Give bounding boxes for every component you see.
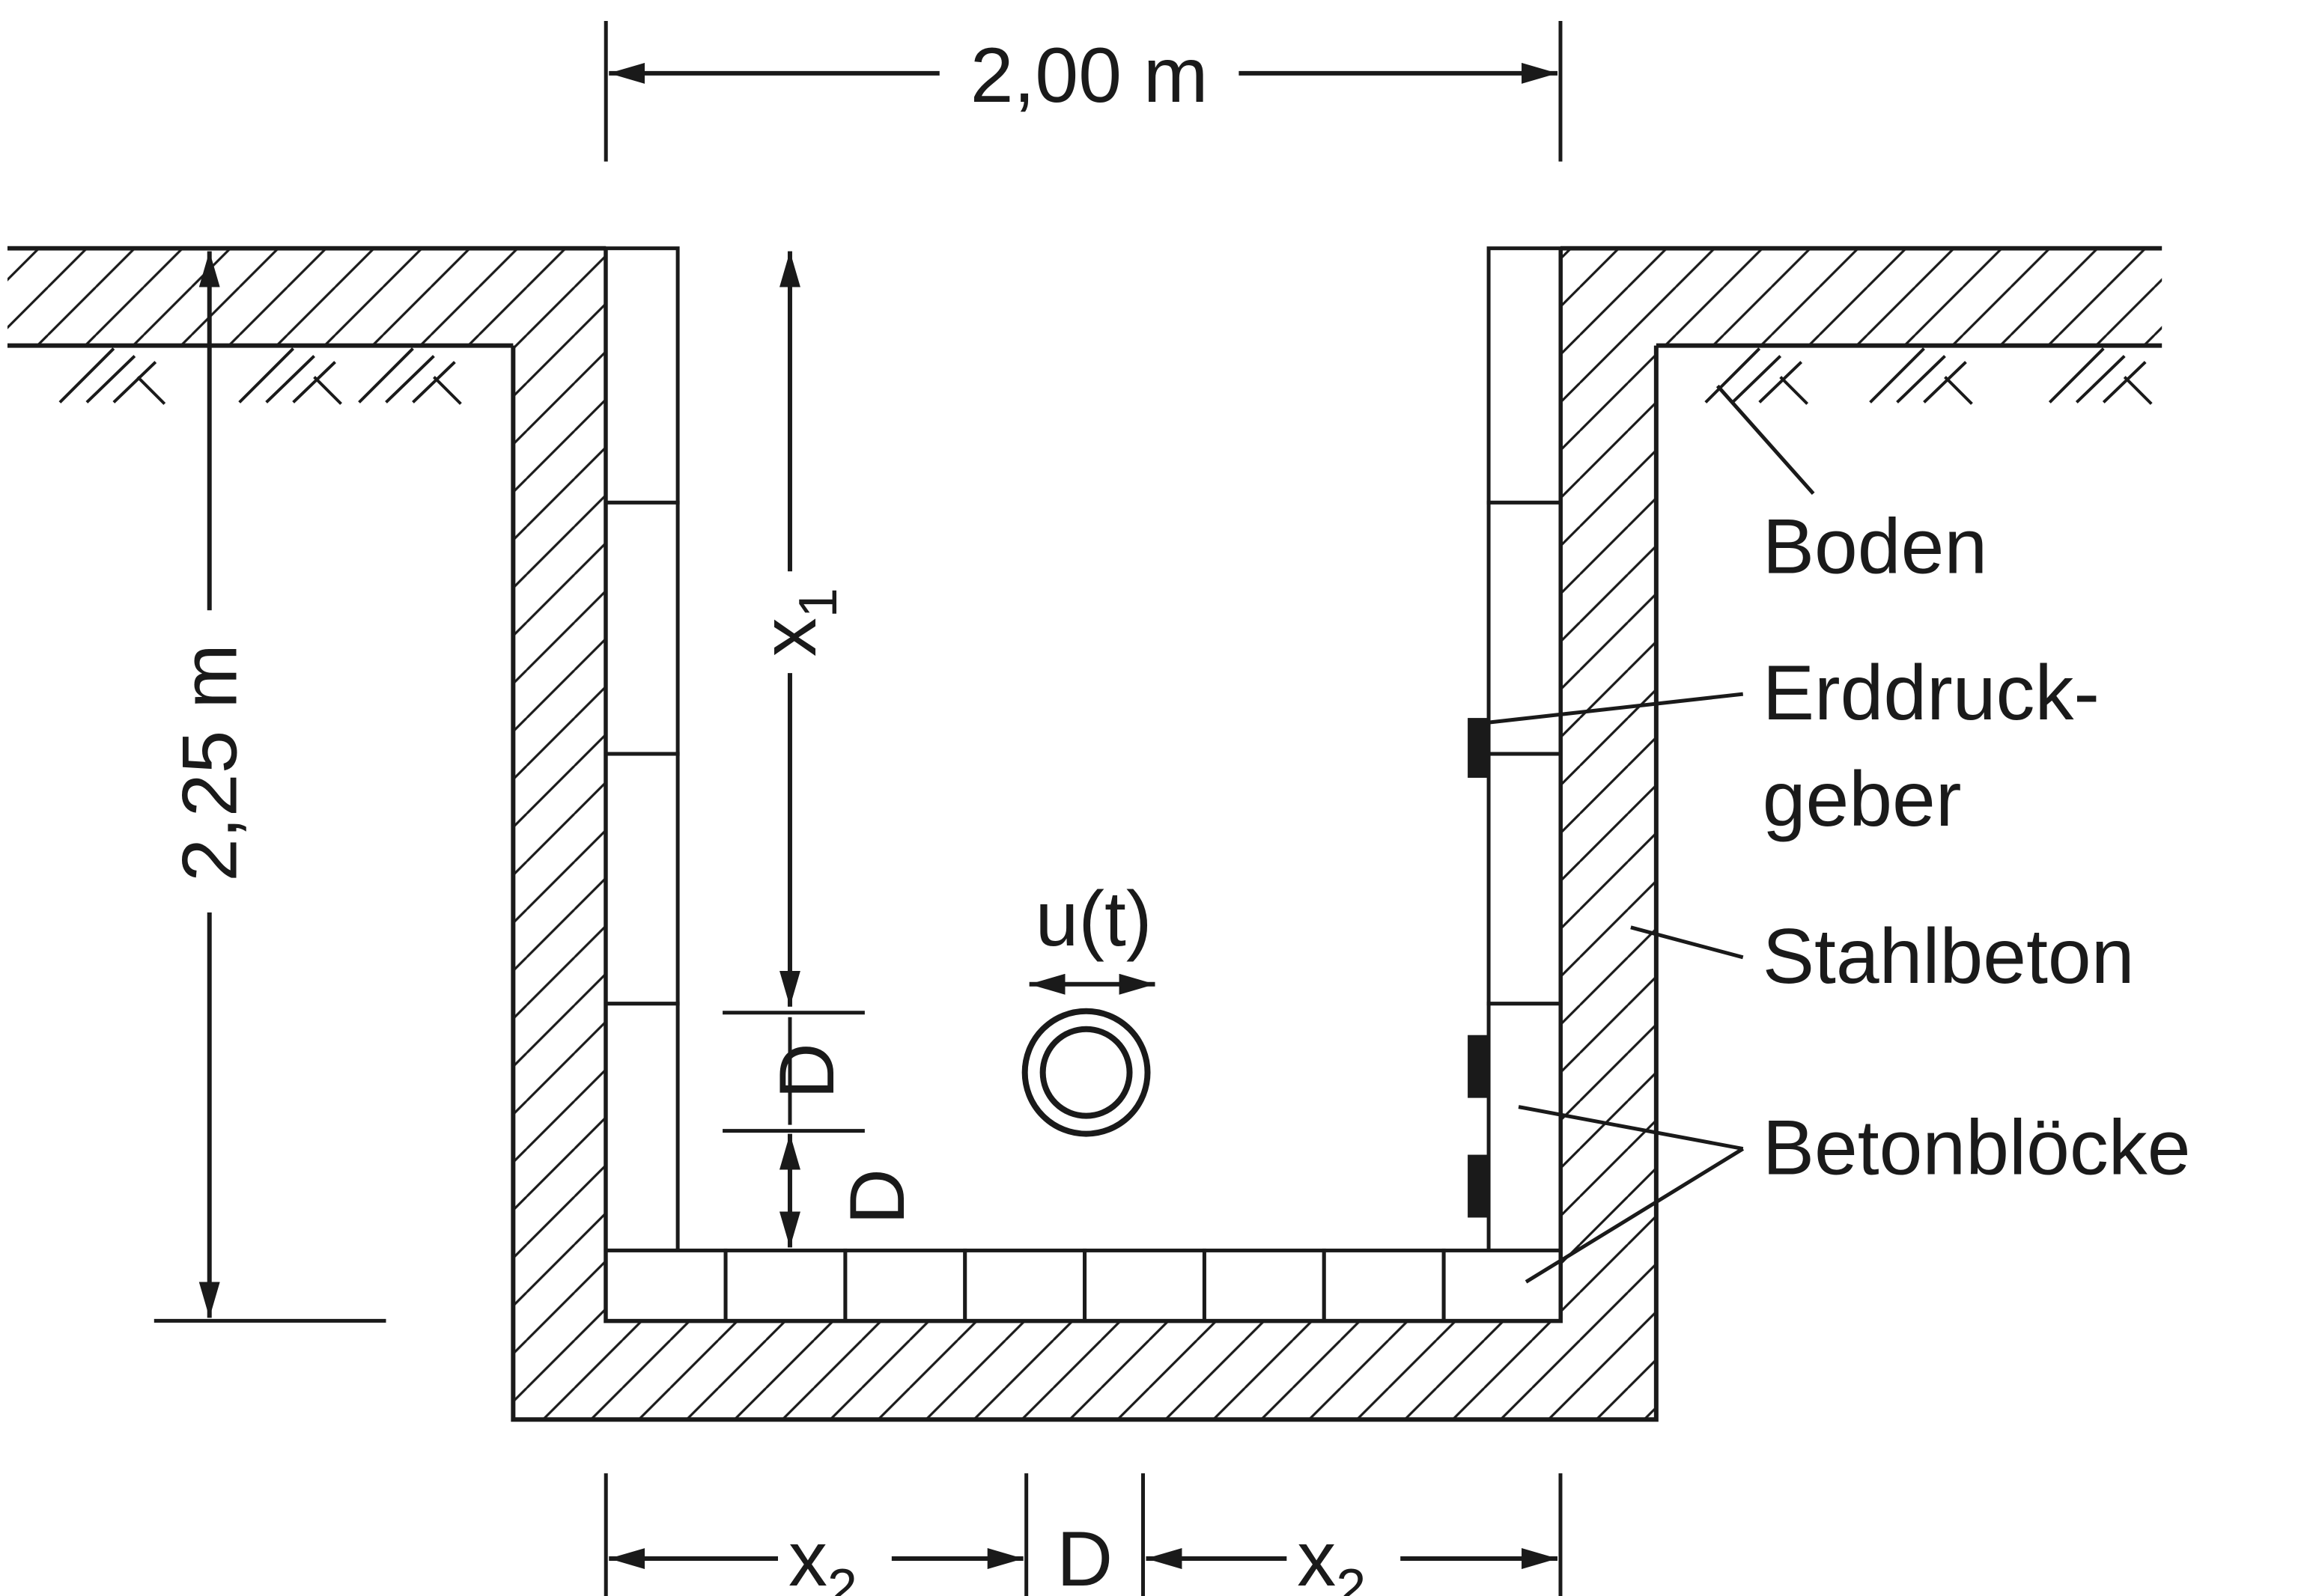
height-dimension: 2,25 m bbox=[154, 251, 386, 1323]
pressure-sensor-label-line1: Erddruck- bbox=[1763, 650, 2100, 737]
depth-label: x1 bbox=[746, 588, 848, 657]
depth-dimension: x1 bbox=[723, 251, 865, 1133]
pipe-diameter-label-2: D bbox=[834, 1169, 921, 1225]
blocks-label: Betonblöcke bbox=[1763, 1105, 2191, 1192]
concrete-label: Stahlbeton bbox=[1763, 913, 2135, 1000]
right-block-column bbox=[1486, 246, 1563, 1252]
side-distance-label-right: x2 bbox=[1297, 1516, 1366, 1596]
callout-labels: Boden Erddruck- geber Stahlbeton Betonbl… bbox=[1763, 503, 2191, 1191]
pressure-sensor-2 bbox=[1468, 1035, 1489, 1098]
side-distance-label-left: x2 bbox=[788, 1516, 857, 1596]
bottom-pipe-diameter-label: D bbox=[1057, 1516, 1113, 1596]
pipe-diameter-dimension: D D bbox=[764, 1017, 921, 1248]
blocks-leader-1 bbox=[1518, 1105, 1744, 1151]
pipe-diameter-label-1: D bbox=[764, 1043, 851, 1099]
pressure-sensor-label-line2: geber bbox=[1763, 756, 1962, 843]
callout-leaders bbox=[1488, 384, 1815, 1284]
soil-symbol bbox=[58, 347, 2153, 405]
width-dimension: 2,00 m bbox=[604, 20, 1563, 162]
reinforced-concrete-pit bbox=[511, 248, 1659, 1422]
pressure-sensor-3 bbox=[1468, 1154, 1489, 1218]
width-label: 2,00 m bbox=[970, 32, 1209, 119]
left-block-column bbox=[604, 246, 680, 1252]
pipe bbox=[1021, 1008, 1151, 1137]
soil-leader bbox=[1715, 384, 1815, 496]
height-label: 2,25 m bbox=[167, 644, 254, 882]
bottom-block-row bbox=[604, 1248, 1563, 1323]
concrete-leader bbox=[1630, 925, 1744, 960]
sensor-leader bbox=[1488, 692, 1744, 725]
bottom-dimension: x2 D x2 bbox=[604, 1473, 1563, 1596]
pressure-sensor-1 bbox=[1468, 718, 1489, 779]
concrete-blocks bbox=[604, 246, 1563, 1323]
soil-label: Boden bbox=[1763, 503, 1987, 590]
displacement-indicator: u(t) bbox=[1029, 876, 1155, 995]
displacement-label: u(t) bbox=[1036, 876, 1152, 963]
earth-pressure-sensors bbox=[1468, 718, 1489, 1218]
blocks-leader-2 bbox=[1525, 1147, 1745, 1284]
